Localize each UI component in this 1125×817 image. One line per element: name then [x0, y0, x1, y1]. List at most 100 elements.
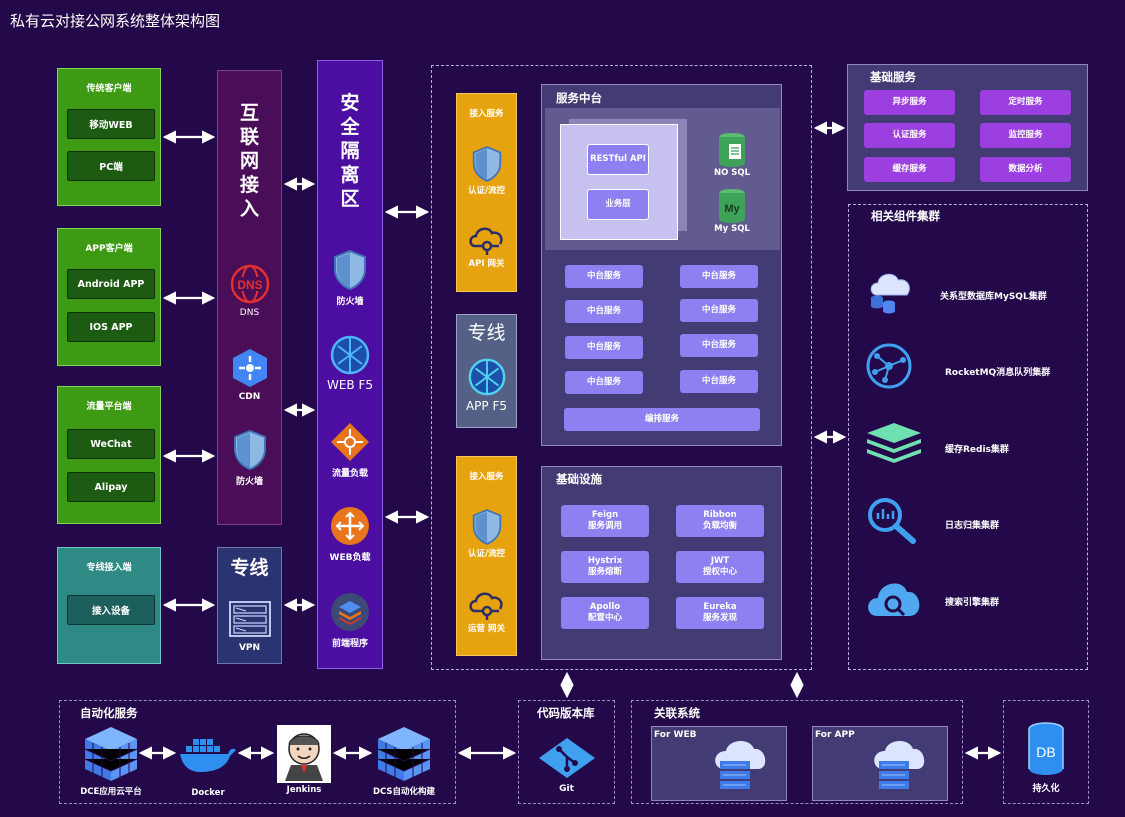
for-web-label: For WEB: [654, 730, 697, 740]
internet-access-title: 互联网接入: [239, 102, 259, 220]
jenkins-icon: [277, 725, 331, 783]
orchestrate-service[interactable]: 编排服务: [564, 408, 760, 431]
components-title: 相关组件集群: [871, 209, 940, 223]
analytics-service[interactable]: 数据分析: [980, 157, 1071, 182]
db-icon-text: DB: [1036, 744, 1055, 760]
dns-globe-icon: DNS: [230, 264, 269, 304]
mid-service-2[interactable]: 中台服务: [680, 265, 758, 288]
mid-service-8[interactable]: 中台服务: [680, 370, 758, 393]
feign-desc: 服务调用: [587, 521, 622, 531]
network-globe-icon: [330, 335, 370, 375]
scheduled-service[interactable]: 定时服务: [980, 90, 1071, 115]
git-icon: [539, 738, 595, 778]
ios-app-button[interactable]: IOS APP: [67, 312, 155, 342]
restful-api-box[interactable]: RESTful API: [587, 144, 649, 175]
hystrix-desc: 服务熔断: [587, 567, 622, 577]
search-cluster-label: 搜索引擎集群: [945, 598, 1000, 608]
vpn-label: VPN: [238, 643, 261, 653]
mysql-item: My My SQL: [707, 188, 757, 234]
wechat-button[interactable]: WeChat: [67, 429, 155, 459]
alipay-button[interactable]: Alipay: [67, 472, 155, 502]
components-panel: 相关组件集群 关系型数据库MySQL集群 RocketMQ消息队列集群 缓存Re…: [848, 204, 1088, 670]
core-area: [431, 65, 812, 670]
jwt-desc: 授权中心: [702, 567, 737, 577]
dns-item: DNS DNS: [218, 263, 281, 318]
mid-service-7[interactable]: 中台服务: [565, 371, 643, 394]
base-services-title: 基础服务: [870, 70, 916, 84]
firewall-shield-icon: [233, 429, 266, 471]
mobile-web-button[interactable]: 移动WEB: [67, 109, 155, 139]
access-device-button[interactable]: 接入设备: [67, 595, 155, 625]
mid-service-3[interactable]: 中台服务: [565, 300, 643, 323]
infra-title: 基础设施: [556, 472, 602, 486]
web-f5-label: WEB F5: [326, 378, 374, 392]
cache-service[interactable]: 缓存服务: [864, 157, 955, 182]
api-gateway-label: API 网关: [468, 259, 505, 269]
dcs-cube-icon: [377, 727, 431, 781]
auth-item-lower: 认证/流控: [457, 508, 516, 559]
auth-service[interactable]: 认证服务: [864, 123, 955, 148]
automation-title: 自动化服务: [80, 706, 138, 720]
mysql-cluster-label: 关系型数据库MySQL集群: [940, 292, 1047, 302]
feign-name: Feign: [591, 510, 619, 520]
log-cluster-label: 日志归集集群: [945, 521, 1000, 531]
redis-cluster-icon: [867, 423, 921, 463]
dns-icon-text: DNS: [237, 278, 262, 292]
stack-front: RESTful API 业务层: [560, 124, 678, 240]
mid-service-5[interactable]: 中台服务: [565, 336, 643, 359]
line-mid-title: 专线: [467, 322, 506, 344]
auth-shield-icon: [472, 509, 501, 545]
layers-icon: [331, 593, 369, 631]
security-zone-column: 安全隔离区 防火墙 WEB F5 流量负载 WEB负载: [317, 60, 383, 669]
for-app-box: For APP: [812, 726, 948, 801]
vpn-server-icon: [228, 601, 271, 637]
firewall-shield-icon: [334, 249, 366, 291]
line-column-title: 专线: [230, 557, 269, 579]
access-upper-title: 接入服务: [469, 109, 504, 119]
mysql-database-icon: My: [719, 189, 745, 223]
auth-shield-icon: [472, 146, 501, 182]
nosql-label: NO SQL: [713, 168, 751, 178]
redis-cluster-label: 缓存Redis集群: [945, 445, 1009, 455]
service-center-inner: RESTful API 业务层 NO SQL My My SQL: [545, 108, 780, 250]
web-f5-item: WEB F5: [318, 334, 382, 392]
page-title: 私有云对接公网系统整体架构图: [10, 12, 221, 30]
mid-service-6[interactable]: 中台服务: [680, 334, 758, 357]
internet-firewall-label: 防火墙: [235, 477, 263, 487]
cloud-gateway-icon: [468, 592, 503, 620]
pc-button[interactable]: PC端: [67, 151, 155, 181]
auth-label-upper: 认证/流控: [467, 186, 506, 196]
eureka-name: Eureka: [703, 602, 737, 612]
monitor-service[interactable]: 监控服务: [980, 123, 1071, 148]
dce-cube-icon: [84, 727, 138, 781]
docker-whale-icon: [180, 739, 236, 772]
mysql-label: My SQL: [714, 224, 750, 234]
mid-service-4[interactable]: 中台服务: [680, 299, 758, 322]
app-f5-item: APP F5: [457, 357, 516, 413]
mysql-icon-text: My: [724, 203, 740, 215]
mid-service-1[interactable]: 中台服务: [565, 265, 643, 288]
log-search-icon: [868, 498, 916, 544]
traditional-client-title: 传统客户端: [86, 84, 132, 94]
search-cloud-icon: [868, 583, 920, 617]
ops-gateway-item: 运营 网关: [457, 587, 516, 634]
nosql-item: NO SQL: [707, 132, 757, 178]
for-app-label: For APP: [815, 730, 855, 740]
android-app-button[interactable]: Android APP: [67, 269, 155, 299]
jenkins-label: Jenkins: [286, 785, 322, 795]
line-column: 专线 VPN: [217, 547, 282, 664]
load-balancer-icon: [331, 423, 369, 461]
async-service[interactable]: 异步服务: [864, 90, 955, 115]
business-layer-box[interactable]: 业务层: [587, 189, 649, 220]
cdn-label: CDN: [238, 392, 261, 402]
for-web-box: For WEB: [651, 726, 787, 801]
vpn-item: VPN: [218, 598, 281, 653]
eureka-desc: 服务发现: [702, 613, 737, 623]
